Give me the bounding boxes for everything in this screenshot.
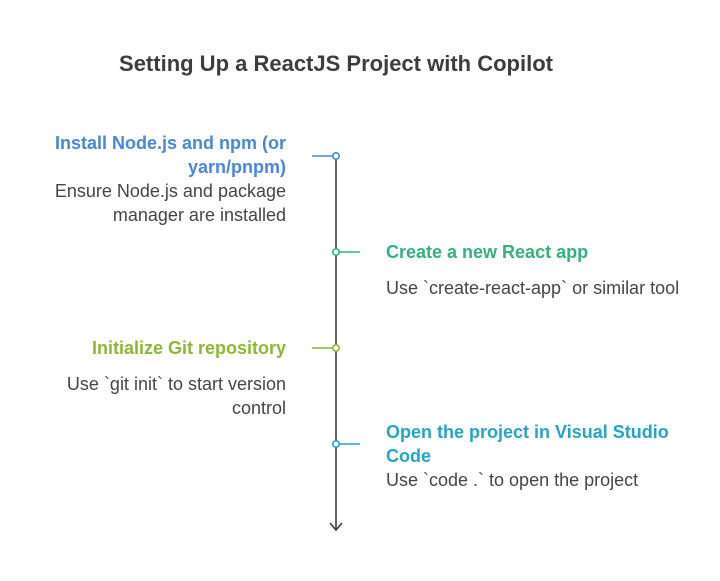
- step-1: Install Node.js and npm (or yarn/pnpm) E…: [30, 131, 286, 227]
- step-4-title: Open the project in Visual Studio Code: [386, 422, 669, 466]
- step-2: Create a new React app Use `create-react…: [386, 240, 696, 300]
- step-4-marker: [331, 439, 340, 448]
- step-4-description: Use `code .` to open the project: [386, 470, 639, 490]
- timeline-arrow-head: [329, 522, 343, 532]
- step-2-description: Use `create-react-app` or similar tool: [386, 278, 680, 298]
- step-4: Open the project in Visual Studio Code U…: [386, 420, 696, 492]
- step-1-marker: [331, 152, 340, 161]
- step-2-marker: [331, 248, 340, 257]
- step-2-title: Create a new React app: [386, 242, 589, 262]
- step-1-description: Ensure Node.js and package manager are i…: [54, 181, 286, 225]
- step-1-title: Install Node.js and npm (or yarn/pnpm): [54, 133, 286, 177]
- page-title: Setting Up a ReactJS Project with Copilo…: [119, 51, 553, 76]
- step-3: Initialize Git repository Use `git init`…: [30, 336, 286, 420]
- step-3-description: Use `git init` to start version control: [66, 374, 286, 418]
- step-3-title: Initialize Git repository: [91, 338, 286, 358]
- step-3-marker: [331, 343, 340, 352]
